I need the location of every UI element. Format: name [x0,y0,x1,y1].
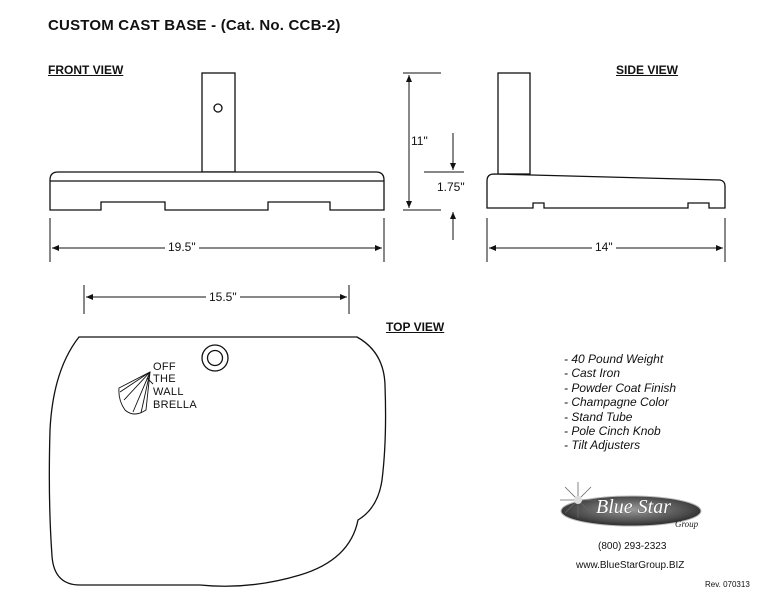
feature-item: - Stand Tube [564,409,633,424]
side-view-drawing [486,72,726,209]
top-width-dimension-label: 15.5" [206,290,240,304]
front-view-label: FRONT VIEW [48,63,124,77]
feature-item: - Cast Iron [564,366,621,381]
side-view-label: SIDE VIEW [616,63,679,77]
front-view-drawing [49,72,385,211]
feature-item: - Champagne Color [564,395,669,410]
brand-tagline: Group [675,519,699,529]
tube-socket-inner [206,349,224,367]
umbrella-logo-icon [118,371,154,415]
top-base-outline [48,336,387,587]
front-base-outline [49,171,385,211]
star-burst-icon [560,482,596,518]
feature-item: - 40 Pound Weight [564,352,664,366]
website-url: www.BlueStarGroup.BIZ [576,560,685,571]
front-cinch-knob-hole [213,103,223,113]
engraving-line: WALL [153,386,184,398]
feature-item: - Tilt Adjusters [564,438,641,453]
logo-oval [560,495,702,527]
feature-item: - Pole Cinch Knob [564,424,661,439]
top-view-drawing [48,336,387,587]
base-height-dimension-label: 1.75" [437,180,465,194]
revision-label: Rev. 070313 [705,580,750,589]
top-view-label: TOP VIEW [386,320,445,334]
height-dimension-label: 11" [411,134,428,148]
tube-socket-outer [201,344,229,372]
brand-name: Blue Star [596,496,671,518]
front-width-dimension-label: 19.5" [165,240,199,254]
dimension-lines [49,72,726,314]
front-stand-tube [201,72,236,173]
page-title: CUSTOM CAST BASE - (Cat. No. CCB-2) [48,17,341,34]
side-base-outline [486,173,726,209]
side-depth-dimension-label: 14" [592,240,616,254]
feature-list: - 40 Pound Weight - Cast Iron - Powder C… [564,352,676,453]
engraving-line: OFF [153,361,176,373]
engraving-line: BRELLA [153,399,197,411]
engraving-line: THE [153,373,176,385]
side-stand-tube [497,72,531,175]
feature-item: - Powder Coat Finish [564,380,677,395]
blue-star-logo [560,482,702,527]
phone-number: (800) 293-2323 [598,541,667,552]
